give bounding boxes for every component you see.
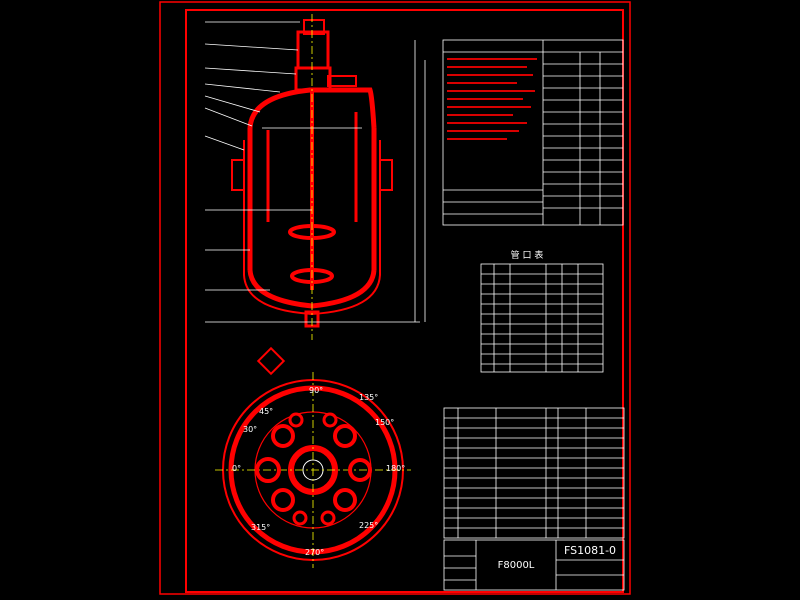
- vessel-elevation-view: [231, 19, 393, 376]
- angle-label: 315°: [251, 523, 270, 532]
- parts-list-table: [443, 407, 625, 539]
- title-block: [443, 539, 625, 591]
- vessel-volume-label: F8000L: [498, 560, 535, 571]
- plan-view-angle-labels: 0° 30° 45° 90° 135° 150° 180° 225° 270° …: [232, 386, 405, 557]
- angle-label: 30°: [243, 425, 257, 434]
- plan-view-nozzles: [255, 412, 372, 526]
- outer-frame: [159, 1, 631, 595]
- angle-label: 270°: [305, 548, 324, 557]
- plan-view: [215, 372, 411, 568]
- angle-label: 150°: [375, 418, 394, 427]
- inner-frame: [185, 9, 624, 593]
- design-parameters-table: [442, 39, 624, 226]
- angle-label: 225°: [359, 521, 378, 530]
- dimension-lines: [204, 21, 426, 323]
- angle-label: 0°: [232, 464, 241, 473]
- angle-label: 90°: [309, 386, 323, 395]
- angle-label: 135°: [359, 393, 378, 402]
- design-parameters-filler: [447, 58, 537, 140]
- drawing-number: FS1081-0: [564, 544, 616, 557]
- nozzle-table: [480, 263, 604, 373]
- angle-label: 45°: [259, 407, 273, 416]
- nozzle-table-title: 管 口 表: [511, 249, 544, 261]
- angle-label: 180°: [386, 464, 405, 473]
